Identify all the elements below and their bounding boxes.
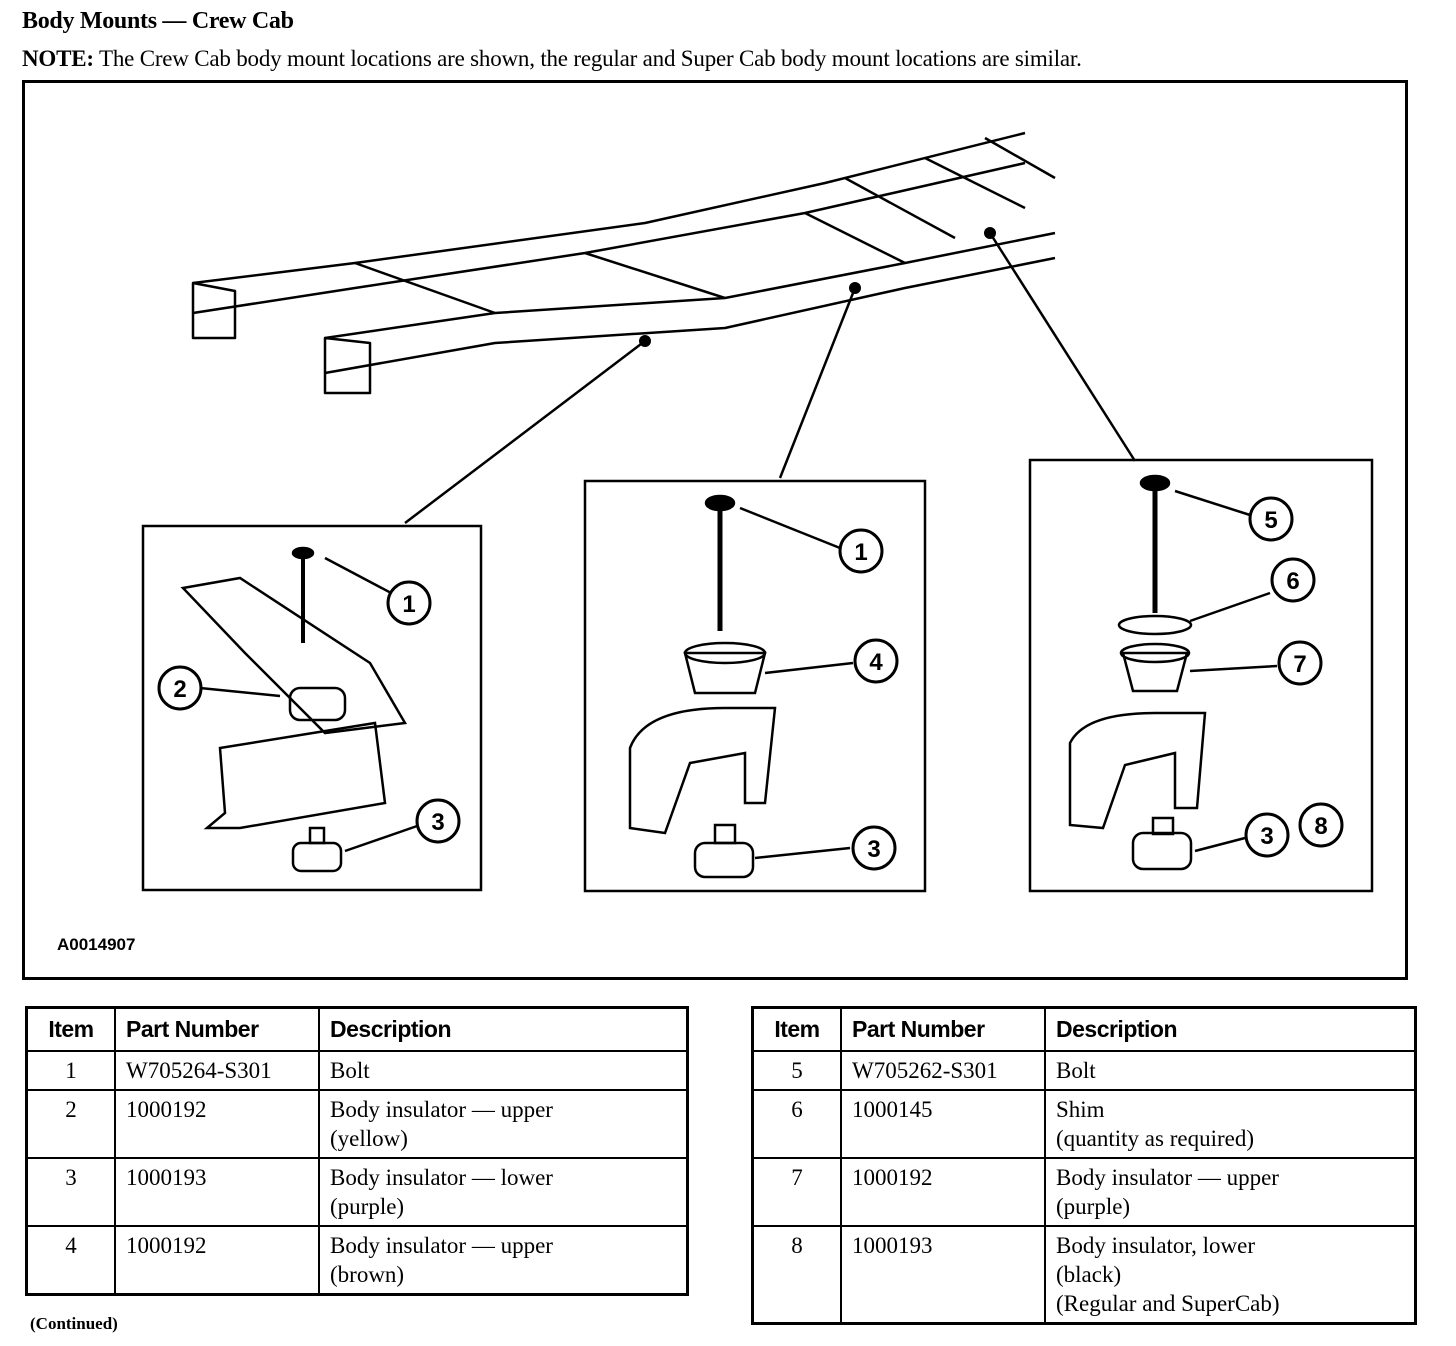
svg-text:1: 1 bbox=[402, 591, 415, 618]
callout-middle-4: 4 bbox=[853, 638, 899, 684]
callouts-left: 1 2 3 bbox=[157, 580, 461, 844]
desc-line: (Regular and SuperCab) bbox=[1056, 1291, 1280, 1316]
frame-illustration: 1 2 3 1 4 3 5 6 7 3 8 bbox=[141, 131, 1374, 893]
callout-left-1: 1 bbox=[386, 580, 432, 626]
header-description: Description bbox=[318, 1006, 689, 1052]
header-item: Item bbox=[751, 1006, 842, 1052]
desc-line: Body insulator — upper bbox=[330, 1233, 553, 1258]
svg-text:3: 3 bbox=[431, 809, 444, 836]
desc-line: Body insulator — upper bbox=[330, 1097, 553, 1122]
inset-box-left bbox=[141, 524, 483, 892]
note: NOTE: The Crew Cab body mount locations … bbox=[22, 46, 1082, 72]
cell-desc: Body insulator — upper (purple) bbox=[1044, 1157, 1417, 1227]
header-part-number: Part Number bbox=[840, 1006, 1046, 1052]
header-item: Item bbox=[25, 1006, 116, 1052]
figure-id: A0014907 bbox=[57, 935, 136, 954]
svg-text:2: 2 bbox=[173, 676, 186, 703]
callout-middle-1: 1 bbox=[838, 528, 884, 574]
callout-right-6: 6 bbox=[1270, 557, 1316, 603]
svg-text:7: 7 bbox=[1293, 651, 1306, 678]
callout-middle-3: 3 bbox=[851, 825, 897, 871]
cell-item: 1 bbox=[25, 1050, 116, 1091]
note-label: NOTE: bbox=[22, 46, 94, 71]
page-title: Body Mounts — Crew Cab bbox=[22, 8, 294, 34]
callout-right-5: 5 bbox=[1248, 496, 1294, 542]
desc-line: (black) bbox=[1056, 1262, 1122, 1287]
desc-line: Body insulator, lower bbox=[1056, 1233, 1256, 1258]
cell-item: 4 bbox=[25, 1225, 116, 1296]
svg-text:1: 1 bbox=[854, 539, 867, 566]
callout-right-7: 7 bbox=[1277, 640, 1323, 686]
parts-table-left: Item Part Number Description 1 W705264-S… bbox=[25, 1006, 689, 1296]
table-header-row: Item Part Number Description bbox=[25, 1006, 689, 1052]
cell-part: 1000192 bbox=[114, 1225, 320, 1296]
header-description: Description bbox=[1044, 1006, 1417, 1052]
cell-part: 1000193 bbox=[114, 1157, 320, 1227]
desc-line: Shim bbox=[1056, 1097, 1105, 1122]
cell-desc: Bolt bbox=[318, 1050, 689, 1091]
callout-right-8: 8 bbox=[1298, 802, 1344, 848]
cell-desc: Shim (quantity as required) bbox=[1044, 1089, 1417, 1159]
header-part-number: Part Number bbox=[114, 1006, 320, 1052]
cell-item: 8 bbox=[751, 1225, 842, 1325]
desc-line: Bolt bbox=[1056, 1058, 1096, 1083]
table-row: 4 1000192 Body insulator — upper (brown) bbox=[25, 1225, 689, 1296]
cell-item: 2 bbox=[25, 1089, 116, 1159]
desc-line: (quantity as required) bbox=[1056, 1126, 1254, 1151]
continued-note: (Continued) bbox=[30, 1314, 118, 1333]
body-mount-figure: 1 2 3 1 4 3 5 6 7 3 8 A0014907 bbox=[22, 80, 1408, 980]
desc-line: (yellow) bbox=[330, 1126, 408, 1151]
cell-part: W705264-S301 bbox=[114, 1050, 320, 1091]
table-row: 1 W705264-S301 Bolt bbox=[25, 1050, 689, 1091]
table-row: 6 1000145 Shim (quantity as required) bbox=[751, 1089, 1417, 1159]
table-row: 2 1000192 Body insulator — upper (yellow) bbox=[25, 1089, 689, 1159]
svg-text:6: 6 bbox=[1286, 568, 1299, 595]
inset-box-middle bbox=[583, 479, 927, 893]
cell-item: 6 bbox=[751, 1089, 842, 1159]
cell-desc: Body insulator — lower (purple) bbox=[318, 1157, 689, 1227]
svg-text:8: 8 bbox=[1314, 813, 1327, 840]
table-row: 7 1000192 Body insulator — upper (purple) bbox=[751, 1157, 1417, 1227]
cell-part: 1000192 bbox=[114, 1089, 320, 1159]
cell-desc: Body insulator — upper (yellow) bbox=[318, 1089, 689, 1159]
svg-text:3: 3 bbox=[867, 836, 880, 863]
table-row: 3 1000193 Body insulator — lower (purple) bbox=[25, 1157, 689, 1227]
svg-text:5: 5 bbox=[1264, 507, 1277, 534]
table-row: 5 W705262-S301 Bolt bbox=[751, 1050, 1417, 1091]
svg-text:4: 4 bbox=[869, 649, 883, 676]
callout-right-3: 3 bbox=[1244, 812, 1290, 858]
table-row: 8 1000193 Body insulator, lower (black) (R… bbox=[751, 1225, 1417, 1325]
cell-desc: Body insulator — upper (brown) bbox=[318, 1225, 689, 1296]
callouts-right: 5 6 7 3 8 bbox=[1244, 496, 1344, 858]
parts-table-right: Item Part Number Description 5 W705262-S… bbox=[751, 1006, 1417, 1325]
desc-line: (brown) bbox=[330, 1262, 405, 1287]
callouts-middle: 1 4 3 bbox=[838, 528, 899, 871]
note-text: The Crew Cab body mount locations are sh… bbox=[98, 46, 1082, 71]
cell-item: 3 bbox=[25, 1157, 116, 1227]
desc-line: (purple) bbox=[330, 1194, 405, 1219]
cell-desc: Bolt bbox=[1044, 1050, 1417, 1091]
desc-line: Body insulator — upper bbox=[1056, 1165, 1279, 1190]
cell-part: 1000192 bbox=[840, 1157, 1046, 1227]
cell-part: 1000193 bbox=[840, 1225, 1046, 1325]
cell-desc: Body insulator, lower (black) (Regular and… bbox=[1044, 1225, 1417, 1325]
desc-line: Body insulator — lower bbox=[330, 1165, 553, 1190]
cell-item: 5 bbox=[751, 1050, 842, 1091]
inset-box-right bbox=[1028, 458, 1374, 893]
svg-text:3: 3 bbox=[1260, 823, 1273, 850]
table-header-row: Item Part Number Description bbox=[751, 1006, 1417, 1052]
cell-part: W705262-S301 bbox=[840, 1050, 1046, 1091]
cell-item: 7 bbox=[751, 1157, 842, 1227]
desc-line: Bolt bbox=[330, 1058, 370, 1083]
cell-part: 1000145 bbox=[840, 1089, 1046, 1159]
callout-left-2: 2 bbox=[157, 665, 203, 711]
desc-line: (purple) bbox=[1056, 1194, 1131, 1219]
callout-left-3: 3 bbox=[415, 798, 461, 844]
